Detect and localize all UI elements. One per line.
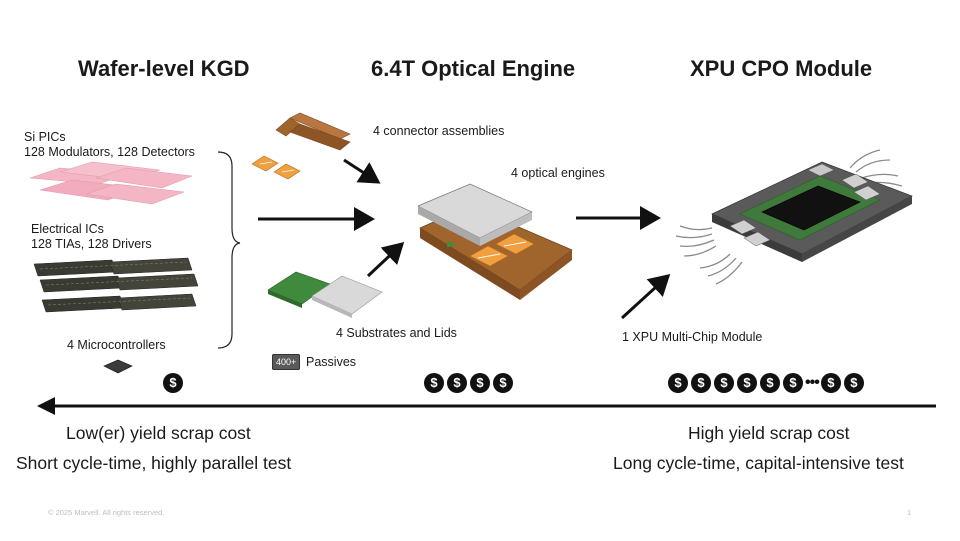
dollar-coin-icon: $	[470, 373, 490, 393]
connector-assemblies-illustration	[251, 112, 351, 180]
cost-coins-center: $$$$	[424, 373, 516, 393]
label-si-pics-detail: 128 Modulators, 128 Detectors	[24, 145, 195, 159]
dollar-coin-icon: $	[843, 373, 864, 393]
label-electrical-ics: Electrical ICs	[31, 222, 104, 236]
passives-badge-text: 400+	[272, 354, 301, 370]
cost-ellipsis: •••	[805, 374, 820, 391]
footer-page-number: 1	[907, 508, 912, 517]
grouping-brace	[217, 151, 241, 349]
label-connector-assemblies: 4 connector assemblies	[373, 124, 505, 138]
flow-arrows	[37, 158, 936, 415]
label-optical-engines: 4 optical engines	[511, 166, 605, 180]
heading-wafer-level-kgd: Wafer-level KGD	[78, 56, 250, 81]
label-si-pics: Si PICs	[24, 130, 66, 144]
optical-engine-illustration	[417, 183, 573, 300]
heading-optical-engine: 6.4T Optical Engine	[371, 56, 576, 81]
bottom-left-line1: Low(er) yield scrap cost	[66, 423, 251, 443]
dollar-coin-icon: $	[820, 373, 841, 393]
dollar-coin-icon: $	[760, 373, 780, 393]
bottom-right-line2: Long cycle-time, capital-intensive test	[613, 453, 904, 473]
label-microcontrollers: 4 Microcontrollers	[67, 338, 166, 352]
si-pic-wafers-illustration	[29, 161, 193, 205]
label-passives: Passives	[306, 355, 357, 369]
dollar-coin-icon: $	[714, 373, 734, 393]
cost-coins-right: $$$$$$•••$$	[668, 373, 867, 393]
substrates-lids-illustration	[267, 271, 383, 318]
bottom-right-line1: High yield scrap cost	[688, 423, 850, 443]
arrow-connectors-to-engine	[343, 158, 381, 184]
arrow-substrates-to-engine	[366, 241, 405, 278]
dollar-coin-icon: $	[424, 373, 444, 393]
dollar-coin-icon: $	[783, 373, 803, 393]
heading-xpu-cpo-module: XPU CPO Module	[690, 56, 873, 81]
electrical-ic-chips-illustration	[33, 257, 199, 313]
dollar-coin-icon: $	[668, 373, 688, 393]
label-substrates-lids: 4 Substrates and Lids	[336, 326, 457, 340]
arrow-mcm-to-module	[620, 273, 671, 320]
label-electrical-ics-detail: 128 TIAs, 128 Drivers	[31, 237, 152, 251]
dollar-coin-icon: $	[691, 373, 711, 393]
microcontroller-chip-illustration	[103, 359, 133, 374]
xpu-cpo-module-illustration	[675, 149, 913, 285]
footer-copyright: © 2025 Marvell. All rights reserved.	[48, 508, 165, 517]
dollar-coin-icon: $	[447, 373, 467, 393]
bottom-left-line2: Short cycle-time, highly parallel test	[16, 453, 292, 473]
cost-coins-left: $	[163, 373, 186, 393]
dollar-coin-icon: $	[737, 373, 757, 393]
label-xpu-mcm: 1 XPU Multi-Chip Module	[622, 330, 763, 344]
passives-count-badge: 400+	[272, 352, 301, 370]
dollar-coin-icon: $	[163, 373, 183, 393]
dollar-coin-icon: $	[493, 373, 513, 393]
